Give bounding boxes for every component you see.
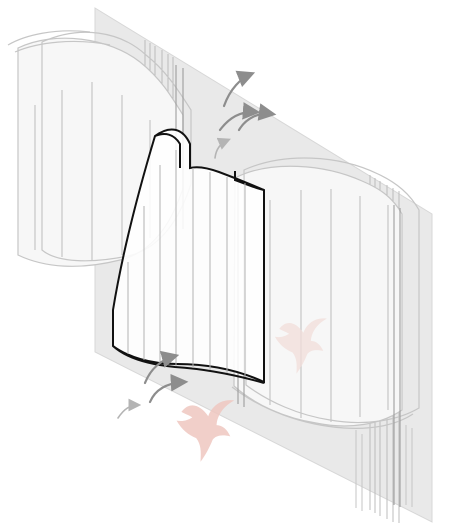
diagram-svg	[0, 0, 461, 524]
facade-module-diagram	[0, 0, 461, 524]
